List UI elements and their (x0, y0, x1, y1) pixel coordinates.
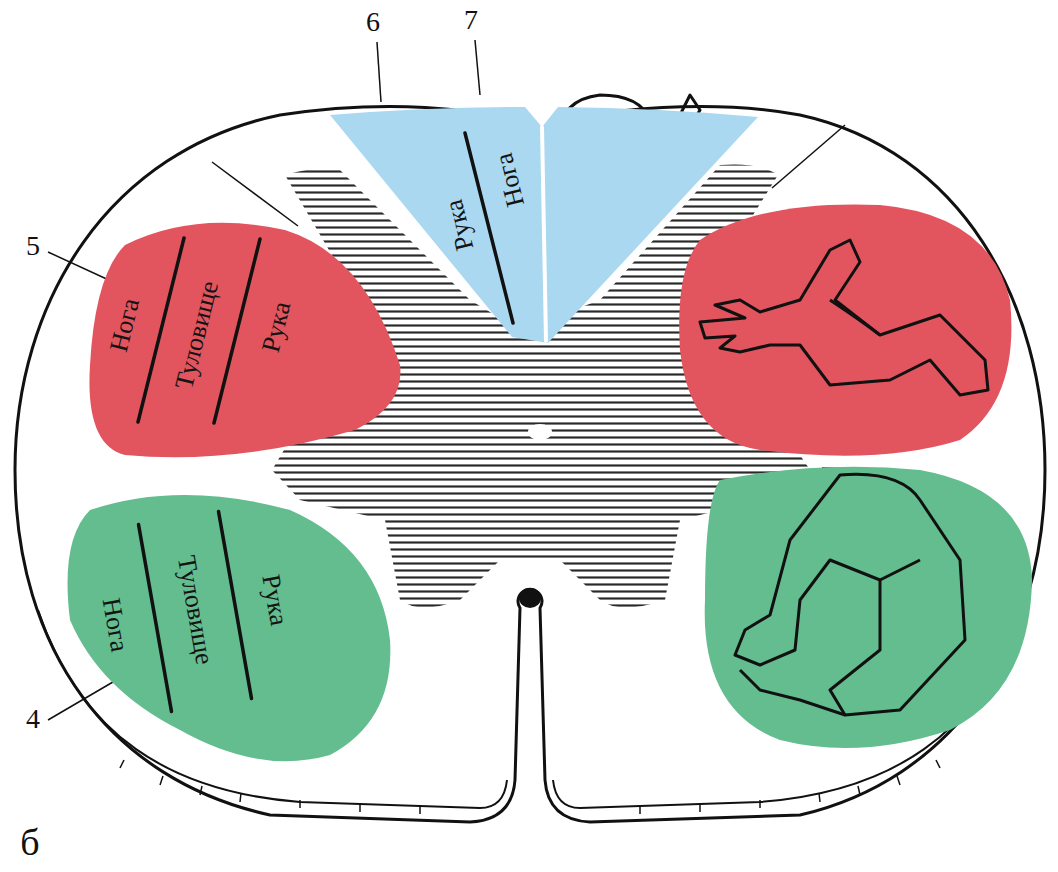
pia-ticks (120, 760, 940, 814)
callout-number: б (20, 823, 39, 861)
tract-right-green (705, 467, 1032, 748)
tract-region: НогаТуловищеРука (60, 490, 400, 775)
fiber-divider (542, 127, 546, 341)
cord-outline (15, 107, 1045, 822)
tract-fill (68, 495, 391, 761)
tract-fill (89, 223, 400, 457)
tract-fill (330, 107, 758, 343)
fiber-divider (214, 239, 260, 423)
leader-line (475, 40, 480, 95)
callout-number: 6 (366, 8, 380, 36)
leader-line (377, 42, 381, 102)
root-line (212, 162, 298, 226)
callout-number: 5 (26, 232, 40, 260)
root-line (772, 125, 845, 188)
central-canal (528, 424, 552, 440)
figure-green (735, 474, 965, 715)
callout-number: 7 (464, 6, 478, 34)
fissure-end (519, 588, 541, 608)
fiber-divider (138, 238, 184, 422)
tract-right-red (679, 204, 1011, 455)
fiber-divider (219, 511, 252, 698)
fiber-divider (139, 524, 172, 711)
tract-shape (320, 105, 765, 347)
figure-red (700, 240, 988, 395)
callout-number: 4 (26, 705, 40, 733)
tract-region: НогаТуловищеРука (85, 215, 410, 470)
tract-region: РукаНога (320, 105, 765, 347)
